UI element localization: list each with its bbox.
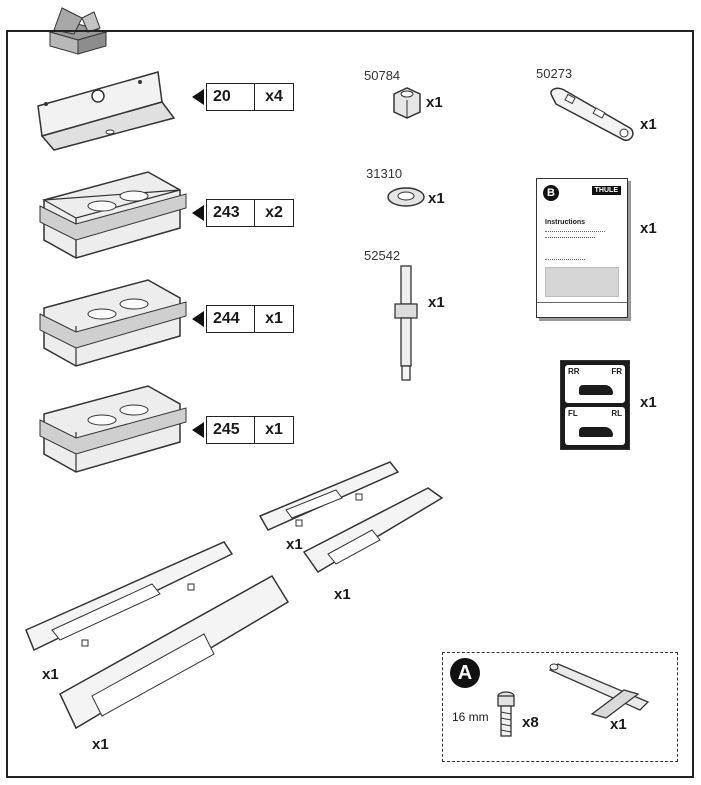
washer-quantity: x1 bbox=[428, 190, 445, 207]
part-tag-245: 245 x1 bbox=[192, 416, 294, 444]
hex-key-drawing bbox=[548, 663, 650, 719]
part-quantity: x4 bbox=[265, 88, 283, 105]
booklet-rule bbox=[545, 237, 595, 238]
booklet-rule bbox=[545, 231, 605, 232]
booklet-brand: THULE bbox=[591, 186, 621, 195]
part-number: 244 bbox=[207, 306, 255, 332]
kit-a-box bbox=[442, 652, 678, 762]
plate-long-bottom-drawing bbox=[59, 574, 290, 730]
sticker-label-rl: RL bbox=[611, 409, 622, 418]
nut-drawing bbox=[393, 87, 421, 119]
plate-long-left-drawing bbox=[25, 541, 234, 652]
sticker-label-fr: FR bbox=[611, 367, 622, 376]
wrench-code: 50273 bbox=[536, 66, 573, 81]
pointer-arrow-icon bbox=[192, 422, 204, 438]
package-box-icon bbox=[48, 7, 108, 55]
part-tag-243: 243 x2 bbox=[192, 199, 294, 227]
car-icon bbox=[579, 427, 613, 437]
hex-key-quantity: x1 bbox=[610, 716, 627, 733]
bolt-code: 52542 bbox=[364, 248, 401, 263]
part-quantity: x1 bbox=[265, 310, 283, 327]
part-number: 245 bbox=[207, 417, 255, 443]
plate-small-right-drawing bbox=[302, 487, 444, 574]
booklet-letter-badge: B bbox=[543, 185, 559, 201]
bracket-drawing bbox=[37, 71, 176, 151]
sticker-panel-front: FL RL bbox=[565, 407, 625, 445]
sticker-label-rr: RR bbox=[568, 367, 580, 376]
sticker-label-fl: FL bbox=[568, 409, 578, 418]
plate-long-left-quantity: x1 bbox=[42, 666, 59, 683]
booklet-rule bbox=[545, 259, 585, 260]
kit-a-badge: A bbox=[450, 658, 480, 688]
screw-quantity: x8 bbox=[522, 714, 539, 731]
plate-small-top-drawing bbox=[258, 461, 400, 531]
bolt-drawing bbox=[394, 265, 418, 381]
plate-small-right-quantity: x1 bbox=[334, 586, 351, 603]
part-tag-20: 20 x4 bbox=[192, 83, 294, 111]
car-icon bbox=[579, 385, 613, 395]
screw-size: 16 mm bbox=[452, 710, 489, 724]
booklet-title: Instructions bbox=[545, 219, 586, 226]
parts-frame bbox=[6, 30, 694, 778]
part-number: 243 bbox=[207, 200, 255, 226]
part-tag-244: 244 x1 bbox=[192, 305, 294, 333]
foot-pad-243-drawing bbox=[39, 171, 187, 259]
plate-small-top-quantity: x1 bbox=[286, 536, 303, 553]
bolt-quantity: x1 bbox=[428, 294, 445, 311]
booklet-table bbox=[545, 267, 619, 297]
sticker-panel-rear: RR FR bbox=[565, 365, 625, 403]
wrench-drawing bbox=[550, 87, 634, 141]
instructions-quantity: x1 bbox=[640, 220, 657, 237]
part-quantity: x2 bbox=[265, 204, 283, 221]
position-sticker: RR FR FL RL bbox=[560, 360, 630, 450]
part-number: 20 bbox=[207, 84, 255, 110]
instructions-booklet: B THULE Instructions bbox=[536, 178, 628, 318]
wrench-quantity: x1 bbox=[640, 116, 657, 133]
foot-pad-244-drawing bbox=[39, 279, 187, 367]
pointer-arrow-icon bbox=[192, 205, 204, 221]
screw-drawing bbox=[497, 691, 515, 737]
nut-code: 50784 bbox=[364, 68, 401, 83]
washer-drawing bbox=[387, 187, 425, 207]
washer-code: 31310 bbox=[366, 166, 403, 181]
part-quantity: x1 bbox=[265, 421, 283, 438]
pointer-arrow-icon bbox=[192, 311, 204, 327]
pointer-arrow-icon bbox=[192, 89, 204, 105]
nut-quantity: x1 bbox=[426, 94, 443, 111]
booklet-footer bbox=[537, 302, 627, 317]
foot-pad-245-drawing bbox=[39, 385, 187, 473]
plate-long-bottom-quantity: x1 bbox=[92, 736, 109, 753]
sticker-quantity: x1 bbox=[640, 394, 657, 411]
